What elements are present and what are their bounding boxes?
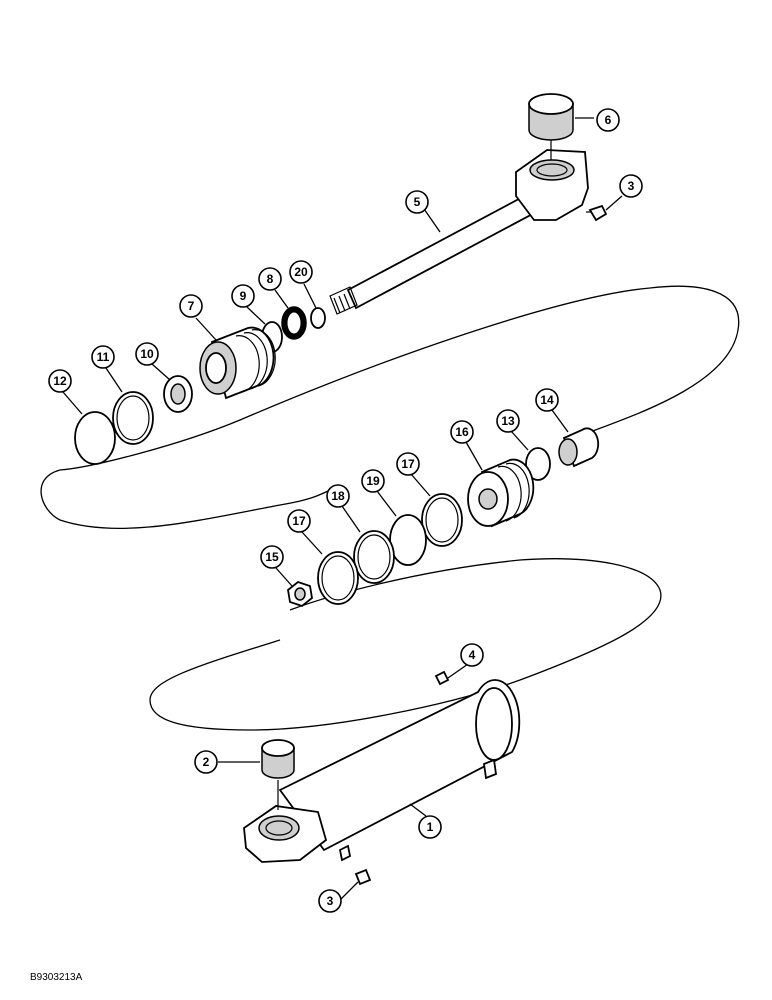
callout-16: 16 — [450, 420, 474, 444]
callout-8: 8 — [258, 267, 282, 291]
ring-part-11 — [112, 391, 154, 445]
o-ring-part-20 — [310, 307, 326, 329]
callout-6: 6 — [596, 108, 620, 132]
svg-text:14: 14 — [540, 393, 554, 407]
barrel-part-1 — [243, 679, 521, 863]
ring-part-18 — [353, 530, 395, 584]
leader-12 — [62, 391, 83, 415]
hex-nut-part-15 — [287, 580, 313, 608]
callout-20: 20 — [289, 260, 313, 284]
leader-18 — [341, 505, 361, 533]
lower-grouping-outline — [149, 558, 662, 731]
callout-11: 11 — [91, 345, 115, 369]
leader-3a — [605, 195, 623, 211]
svg-text:19: 19 — [366, 474, 380, 488]
svg-text:15: 15 — [265, 550, 279, 564]
leader-13 — [510, 430, 529, 451]
svg-text:5: 5 — [414, 195, 421, 209]
svg-text:20: 20 — [294, 265, 308, 279]
svg-text:8: 8 — [267, 272, 274, 286]
grease-fitting-part-3-top — [586, 204, 608, 222]
leader-17a — [301, 531, 323, 555]
leader-20 — [303, 283, 317, 309]
rod-part-5 — [329, 149, 589, 315]
svg-text:17: 17 — [401, 457, 415, 471]
grease-fitting-part-3-bottom — [354, 868, 372, 886]
svg-text:12: 12 — [53, 374, 67, 388]
bushing-part-2 — [261, 739, 295, 779]
callout-12: 12 — [48, 369, 72, 393]
bushing-part-14 — [558, 427, 600, 468]
callout-3-top: 3 — [619, 174, 643, 198]
leader-4 — [447, 663, 469, 679]
seal-ring-part-17-left — [317, 551, 359, 605]
leader-11 — [105, 367, 123, 393]
upper-grouping-outline — [40, 285, 740, 530]
callout-1: 1 — [418, 815, 442, 839]
o-ring-part-19 — [389, 514, 427, 566]
svg-text:1: 1 — [427, 820, 434, 834]
gland-part-7 — [199, 326, 276, 400]
leader-7 — [195, 317, 217, 341]
callout-2: 2 — [194, 750, 218, 774]
svg-text:4: 4 — [469, 648, 476, 662]
svg-text:9: 9 — [240, 289, 247, 303]
svg-text:16: 16 — [455, 425, 469, 439]
leader-17b — [410, 473, 431, 497]
callout-3-bottom: 3 — [318, 889, 342, 913]
seal-ring-part-17-right-inner — [425, 497, 459, 543]
piston-part-16 — [467, 458, 535, 528]
o-ring-part-12 — [74, 411, 116, 465]
leader-15 — [275, 567, 293, 587]
leader-10 — [151, 363, 171, 381]
backup-ring-part-8 — [281, 306, 307, 340]
leader-19 — [376, 490, 397, 517]
leader-16 — [465, 441, 483, 471]
washer-part-10 — [163, 375, 193, 413]
callout-14: 14 — [535, 388, 559, 412]
callout-5: 5 — [405, 190, 429, 214]
svg-text:17: 17 — [292, 514, 306, 528]
bushing-part-6 — [528, 93, 574, 141]
svg-text:10: 10 — [140, 347, 154, 361]
callout-4: 4 — [460, 643, 484, 667]
svg-text:11: 11 — [97, 350, 110, 364]
ring-part-11-inner — [116, 395, 150, 441]
svg-text:7: 7 — [188, 299, 195, 313]
svg-text:18: 18 — [331, 489, 345, 503]
leader-1 — [409, 803, 427, 817]
callout-13: 13 — [496, 409, 520, 433]
seal-ring-part-17-left-inner — [321, 555, 355, 601]
figure-code: B9303213A — [30, 972, 83, 983]
callout-17-right: 17 — [396, 452, 420, 476]
leader-9 — [246, 306, 266, 325]
callout-17-left: 17 — [287, 509, 311, 533]
grease-fitting-part-4 — [434, 670, 450, 686]
leader-3b — [339, 881, 359, 901]
ring-part-13 — [525, 447, 551, 481]
svg-text:2: 2 — [203, 755, 210, 769]
seal-ring-part-17-right — [421, 493, 463, 547]
ring-part-18-inner — [357, 534, 391, 580]
leader-8 — [274, 289, 289, 309]
svg-text:3: 3 — [628, 179, 635, 193]
svg-text:3: 3 — [327, 894, 334, 908]
callout-10: 10 — [135, 342, 159, 366]
svg-text:6: 6 — [605, 113, 612, 127]
leader-14 — [551, 409, 569, 433]
callout-15: 15 — [260, 545, 284, 569]
callout-19: 19 — [361, 469, 385, 493]
callout-7: 7 — [179, 294, 203, 318]
callout-9: 9 — [231, 284, 255, 308]
svg-text:13: 13 — [501, 414, 515, 428]
callout-18: 18 — [326, 484, 350, 508]
